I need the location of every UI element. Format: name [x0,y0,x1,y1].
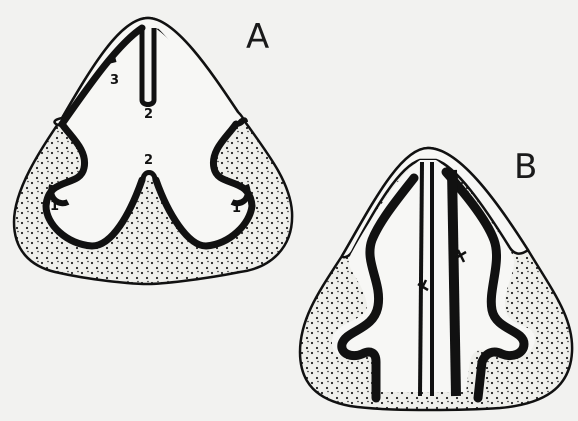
callout-1-left: 1 [50,199,59,214]
panel-a-drawing: 1 1 2 2 3 [14,18,292,284]
panel-b-drawing [300,148,572,410]
callout-3: 3 [110,73,119,88]
callout-2-upper: 2 [144,107,153,122]
callout-1-right: 1 [232,201,241,216]
panel-b-septum-left [420,162,422,396]
panel-label-b: B [514,150,537,184]
panel-label-a: A [246,20,269,54]
panel-a-left-hook [108,60,116,62]
callout-2-lower: 2 [144,153,153,168]
panel-b-septum-thick [452,170,456,396]
